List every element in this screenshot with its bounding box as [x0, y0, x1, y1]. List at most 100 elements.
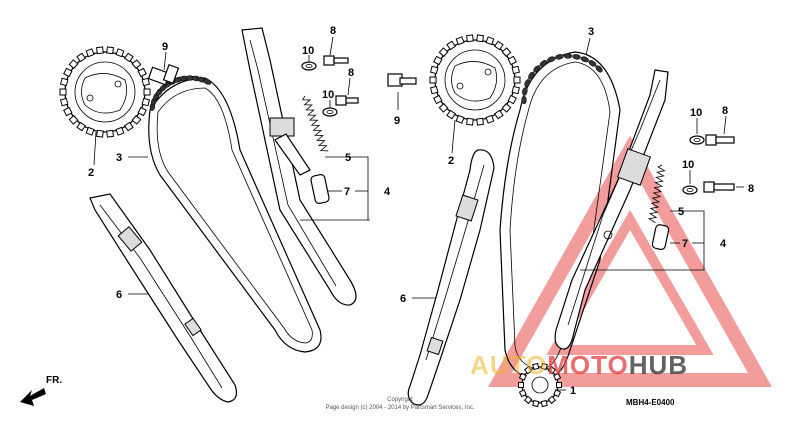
watermark-part-1: AUTO — [470, 350, 548, 380]
left-bolt-8a — [323, 55, 349, 66]
callout-right-5: 5 — [678, 206, 684, 218]
leader-lines — [93, 36, 744, 391]
sprocket-tooth — [540, 399, 548, 408]
left-tensioner-arm — [241, 27, 357, 306]
footer-copyright: Copyright Page design (c) 2004 - 2014 by… — [270, 396, 530, 412]
sprocket-tooth — [141, 77, 151, 87]
callout-right-3: 3 — [588, 26, 594, 38]
sprocket-tooth — [141, 97, 151, 107]
sprocket-tooth — [455, 114, 465, 124]
right-tensioner-arm — [554, 69, 669, 350]
sprocket-tooth — [96, 129, 104, 138]
callout-left-4: 4 — [384, 186, 391, 198]
callout-left-9: 9 — [162, 41, 168, 53]
callout-right-8b: 8 — [748, 183, 754, 195]
sprocket-tooth — [547, 395, 557, 405]
sprocket-tooth — [137, 67, 147, 78]
right-bolt-9 — [387, 73, 417, 87]
diagram-code: MBH4-E0400 — [626, 398, 675, 407]
chain-link — [563, 53, 573, 59]
callout-labels: 9 10 8 10 8 2 3 5 7 4 6 9 3 2 10 8 10 8 … — [88, 25, 754, 397]
sprocket-tooth — [115, 48, 125, 58]
sprocket-tooth — [511, 65, 521, 75]
callout-right-2: 2 — [448, 155, 454, 167]
chain-link — [528, 71, 535, 80]
chain-link — [572, 54, 581, 60]
callout-left-7: 7 — [344, 186, 350, 198]
sprocket-tooth — [485, 114, 495, 124]
sprocket-tooth — [523, 395, 533, 405]
sprocket-tooth — [106, 129, 114, 138]
right-spring — [647, 164, 666, 223]
callout-right-7: 7 — [682, 238, 688, 250]
sprocket-tooth — [85, 48, 95, 58]
sprocket-tooth — [429, 65, 439, 75]
left-washer-10a — [301, 61, 317, 71]
callout-right-9: 9 — [394, 115, 400, 127]
sprocket-tooth — [123, 52, 134, 63]
direction-label: FR. — [46, 375, 63, 386]
callout-left-3: 3 — [116, 152, 122, 164]
chain-link — [522, 87, 528, 96]
chain-link — [203, 78, 212, 85]
left-spring — [301, 95, 329, 152]
sprocket-tooth — [493, 109, 504, 120]
sprocket-tooth — [429, 85, 439, 95]
sprocket-tooth — [532, 362, 540, 371]
left-chain-guide — [89, 193, 238, 403]
sprocket-tooth — [553, 372, 562, 381]
sprocket-tooth — [511, 85, 521, 95]
callout-left-2: 2 — [88, 167, 94, 179]
sprocket-tooth — [466, 117, 474, 126]
sprocket-tooth — [59, 88, 67, 96]
sprocket-tooth — [553, 389, 562, 398]
sprocket-tooth — [433, 55, 443, 66]
sprocket-tooth — [131, 114, 142, 125]
sprocket-tooth — [501, 47, 512, 58]
sprocket-tooth — [59, 77, 69, 87]
chain-link — [580, 56, 589, 63]
left-cam-chain — [148, 75, 322, 353]
sprocket-tooth — [547, 365, 557, 375]
callout-right-6: 6 — [400, 293, 406, 305]
chain-link — [547, 56, 556, 63]
sprocket-tooth — [523, 365, 533, 375]
callout-right-10b: 10 — [682, 159, 694, 171]
sprocket-tooth — [429, 76, 437, 84]
left-bolt-8b — [335, 95, 359, 106]
right-washer-10a — [689, 135, 705, 145]
watermark-triangle — [488, 135, 772, 387]
right-bolt-8a — [705, 134, 735, 146]
watermark-part-2: MOTO — [547, 350, 629, 380]
drive-sprocket — [518, 362, 562, 408]
left-washer-10b — [322, 107, 338, 117]
sprocket-tooth — [532, 399, 540, 408]
sprocket-tooth — [438, 102, 449, 113]
sprocket-tooth — [76, 52, 87, 63]
chain-link — [533, 65, 541, 73]
right-chain-guide — [407, 149, 495, 406]
right-bolt-8b — [703, 181, 735, 193]
sprocket-tooth — [106, 46, 114, 55]
sprocket-tooth — [68, 59, 79, 70]
sprocket-tooth — [123, 121, 134, 132]
sprocket-tooth — [476, 117, 484, 126]
sprocket-tooth — [63, 106, 73, 117]
sprocket-tooth — [438, 47, 449, 58]
right-washer-10b — [682, 185, 698, 195]
sprocket-tooth — [455, 36, 465, 46]
sprocket-tooth — [507, 55, 517, 66]
sprocket-tooth — [63, 67, 73, 78]
sprocket-tooth — [485, 36, 495, 46]
sprocket-tooth — [507, 94, 517, 105]
sprocket-tooth — [446, 40, 457, 51]
callout-right-1: 1 — [570, 385, 576, 397]
sprocket-tooth — [518, 382, 524, 388]
watermark-text: AUTOMOTOHUB — [470, 350, 688, 390]
callout-left-5: 5 — [345, 152, 351, 164]
sprocket-tooth — [540, 362, 548, 371]
sprocket-tooth — [433, 94, 443, 105]
sprocket-tooth — [115, 126, 125, 136]
left-bolt-9 — [147, 64, 180, 86]
